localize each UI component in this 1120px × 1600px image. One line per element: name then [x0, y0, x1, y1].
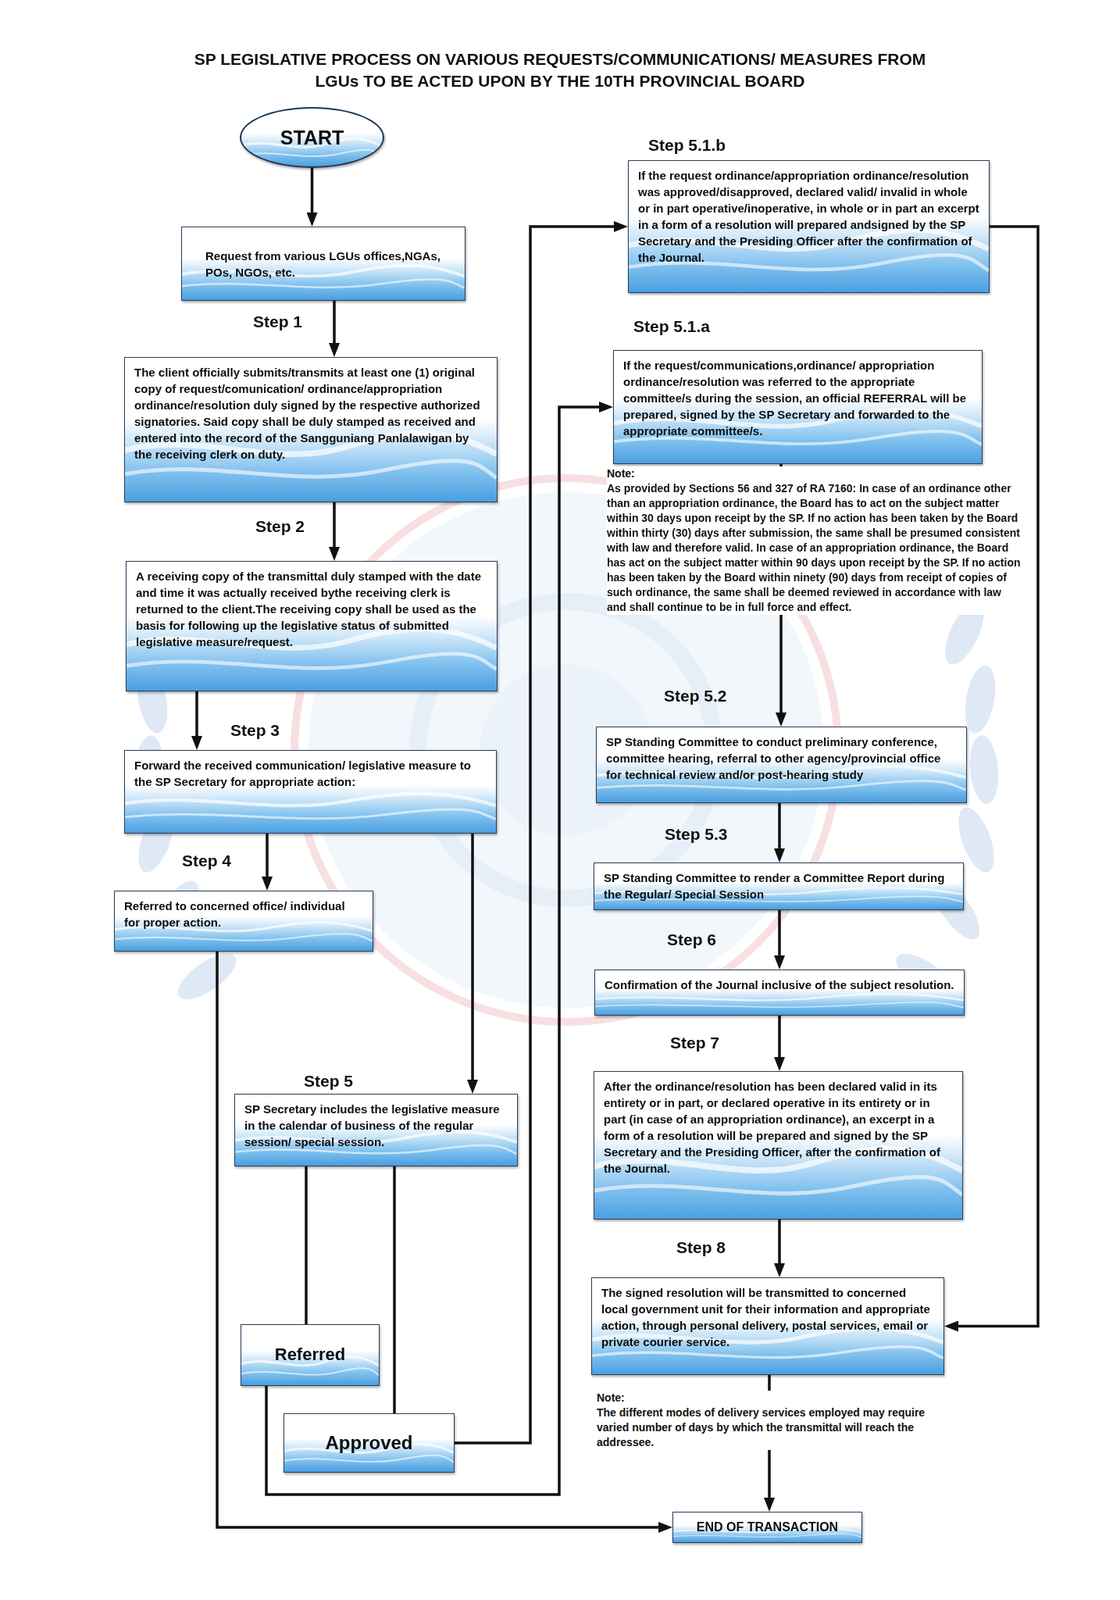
box-text: The signed resolution will be transmitte…: [601, 1284, 935, 1350]
outcome-box: Approved: [283, 1412, 455, 1473]
connector: [777, 909, 782, 963]
connector: [470, 833, 475, 1087]
note-text: As provided by Sections 56 and 327 of RA…: [606, 481, 1021, 615]
process-box: Step 5.2SP Standing Committee to conduct…: [595, 726, 967, 803]
box-text: SP Secretary includes the legislative me…: [244, 1100, 508, 1150]
step-heading: Step 5.1.b: [648, 135, 726, 155]
box-text: If the request ordinance/appropriation o…: [638, 167, 980, 266]
box-text: Request from various LGUs offices,NGAs, …: [205, 247, 454, 281]
connector: [310, 167, 314, 220]
box-text: After the ordinance/resolution has been …: [603, 1077, 953, 1177]
step-heading: Step 5.1.a: [633, 316, 710, 336]
box-text: SP Standing Committee to conduct prelimi…: [606, 733, 957, 783]
process-box: Step 5SP Secretary includes the legislat…: [234, 1093, 518, 1167]
box-text: A receiving copy of the transmittal duly…: [135, 567, 488, 650]
box-text: Referred: [274, 1344, 346, 1365]
process-box: Step 1The client officially submits/tran…: [124, 356, 498, 503]
box-text: Referred to concerned office/ individual…: [124, 897, 364, 931]
connector: [332, 502, 336, 554]
connector: [392, 1166, 396, 1413]
step-heading: Step 3: [230, 720, 280, 740]
connector: [195, 691, 199, 743]
laurel-leaf: [966, 734, 1002, 806]
connector: [332, 300, 336, 350]
connector: [304, 1166, 308, 1324]
box-text: Forward the received communication/ legi…: [134, 756, 487, 790]
note-heading: Note:: [606, 466, 1021, 482]
process-box: Step 5.1.bIf the request ordinance/appro…: [627, 160, 990, 293]
end-terminal: END OF TRANSACTION: [672, 1511, 863, 1543]
process-box: Step 4Referred to concerned office/ indi…: [114, 890, 374, 952]
title: SP LEGISLATIVE PROCESS ON VARIOUS REQUES…: [173, 48, 947, 93]
connector: [777, 1219, 782, 1270]
process-box: Step 3Forward the received communication…: [124, 749, 497, 834]
box-text: Approved: [324, 1431, 413, 1455]
step-heading: Step 5.2: [663, 685, 728, 706]
connector: [777, 1015, 782, 1064]
laurel-leaf: [171, 945, 244, 1008]
box-text: START: [280, 125, 344, 150]
connector: [265, 833, 269, 884]
note-heading: Note:: [596, 1390, 949, 1406]
connector: [777, 802, 782, 856]
box-text: If the request/communications,ordinance/…: [623, 356, 973, 439]
outcome-box: Referred: [240, 1323, 380, 1386]
box-text: SP Standing Committee to render a Commit…: [603, 869, 954, 903]
step-heading: Step 8: [676, 1237, 726, 1257]
process-box: Step 8The signed resolution will be tran…: [591, 1276, 945, 1375]
step-heading: Step 5: [303, 1070, 354, 1091]
box-text: The client officially submits/transmits …: [134, 363, 488, 463]
step-heading: Step 6: [667, 929, 717, 949]
start-terminal: START: [239, 107, 385, 168]
process-box: Step 5.3SP Standing Committee to render …: [593, 862, 964, 910]
box-text: END OF TRANSACTION: [696, 1519, 839, 1534]
process-box: Step 2A receiving copy of the transmitta…: [125, 560, 498, 692]
note-text: The different modes of delivery services…: [596, 1405, 949, 1450]
process-box: Step 6Confirmation of the Journal inclus…: [594, 969, 965, 1016]
box-text: Confirmation of the Journal inclusive of…: [604, 976, 955, 993]
process-box: Step 7After the ordinance/resolution has…: [593, 1070, 964, 1220]
step-heading: Step 5.3: [664, 823, 728, 844]
step-heading: Step 4: [181, 850, 232, 871]
step-heading: Step 2: [255, 516, 305, 536]
step-heading: Step 1: [253, 311, 303, 332]
process-box: Request from various LGUs offices,NGAs, …: [181, 226, 466, 301]
laurel-leaf: [960, 663, 1001, 736]
step-heading: Step 7: [670, 1032, 720, 1053]
process-box: Step 5.1.aIf the request/communications,…: [613, 349, 983, 464]
